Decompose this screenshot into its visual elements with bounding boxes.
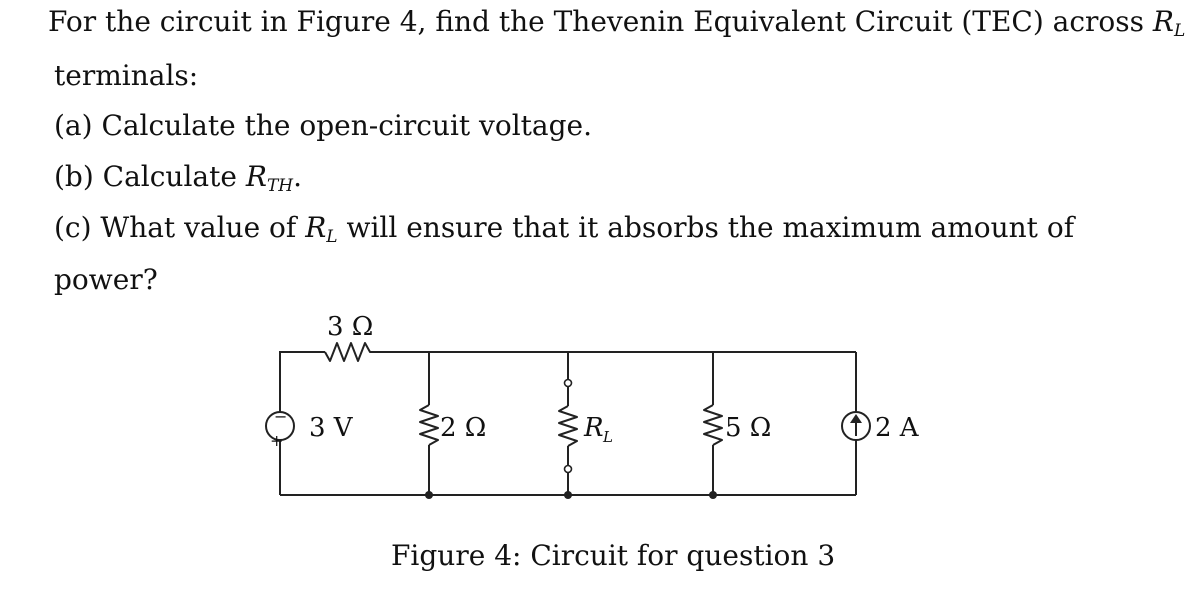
- load-resistor-symbol-label: R: [583, 413, 604, 443]
- junction-node-2ohm: [425, 491, 433, 499]
- voltage-source-minus: −: [274, 407, 287, 426]
- load-terminal-bottom: [563, 464, 573, 474]
- part-c-line-2: power?: [54, 263, 158, 296]
- rl-symbol-c: R: [305, 211, 327, 244]
- resistor-2ohm-symbol: [419, 404, 439, 446]
- current-source-label: 2 A: [875, 413, 920, 443]
- problem-intro-line: For the circuit in Figure 4, find the Th…: [48, 8, 1185, 40]
- part-b-text: (b) Calculate: [54, 160, 246, 193]
- junction-node-load: [564, 491, 572, 499]
- rth-subscript: TH: [266, 176, 294, 196]
- resistor-3ohm-label: 3 Ω: [327, 312, 373, 342]
- current-source-arrow-up-icon: [850, 414, 862, 423]
- part-c-text-1: (c) What value of: [54, 211, 306, 244]
- voltage-source-plus: +: [270, 431, 283, 450]
- resistor-5ohm-label: 5 Ω: [725, 413, 771, 443]
- resistor-3ohm-symbol: [324, 342, 375, 362]
- load-resistor-subscript: L: [602, 428, 613, 446]
- problem-intro-line-2: terminals:: [54, 59, 199, 92]
- part-c-text-2: will ensure that it absorbs the maximum …: [337, 211, 1075, 244]
- load-resistor-symbol: [558, 405, 578, 447]
- part-b-period: .: [293, 160, 303, 193]
- rl-subscript: L: [1174, 21, 1186, 41]
- load-terminal-top: [563, 378, 573, 388]
- part-c: (c) What value of RL will ensure that it…: [54, 214, 1074, 246]
- voltage-source-symbol: [265, 411, 295, 441]
- rl-subscript-c: L: [326, 227, 338, 247]
- junction-node-5ohm: [709, 491, 717, 499]
- top-left-wire: [279, 351, 325, 412]
- part-a: (a) Calculate the open-circuit voltage.: [54, 109, 593, 142]
- resistor-2ohm-label: 2 Ω: [440, 413, 486, 443]
- figure-caption: Figure 4: Circuit for question 3: [391, 539, 836, 572]
- problem-intro-text: For the circuit in Figure 4, find the Th…: [48, 5, 1153, 38]
- resistor-5ohm-symbol: [703, 404, 723, 446]
- rth-symbol: R: [245, 160, 267, 193]
- voltage-source-label: 3 V: [309, 413, 354, 443]
- rl-symbol: R: [1152, 5, 1175, 38]
- part-b: (b) Calculate RTH.: [54, 163, 302, 195]
